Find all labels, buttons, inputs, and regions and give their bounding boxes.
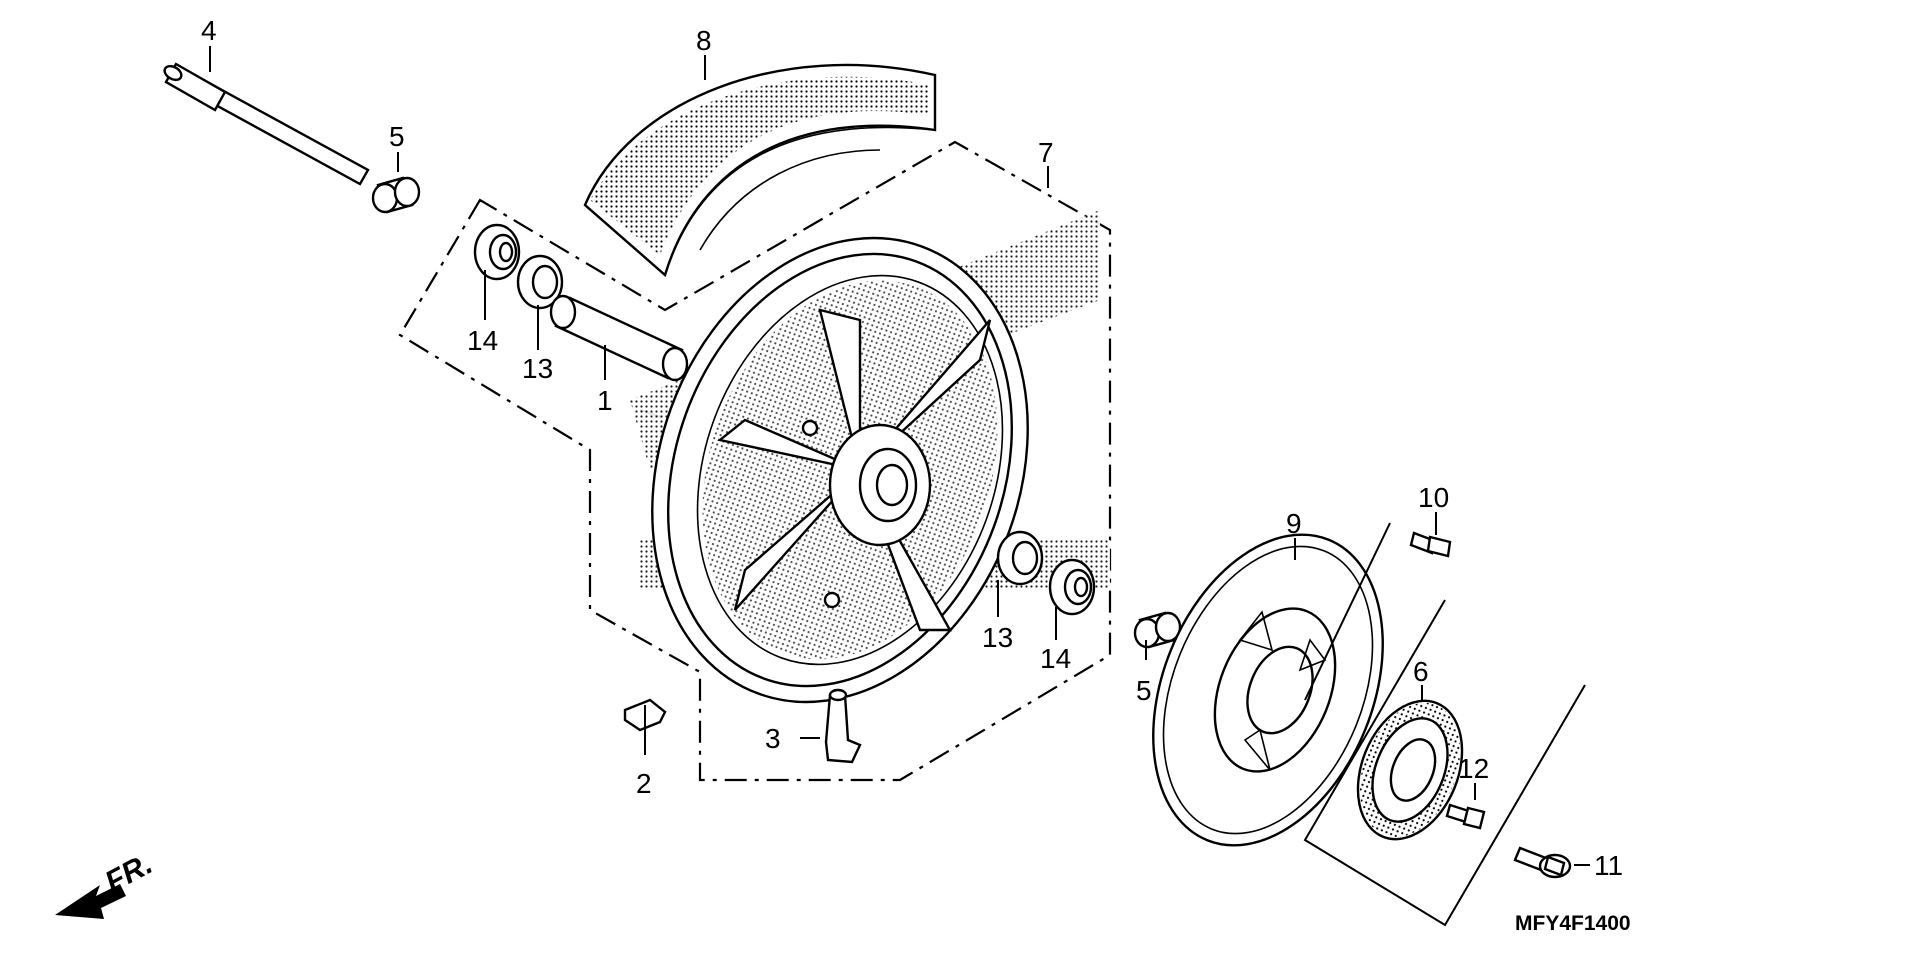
bearing-left-part	[473, 223, 521, 281]
disc-group-outline	[1303, 522, 1586, 927]
callout-14-right: 14	[1040, 643, 1071, 674]
callout-12: 12	[1458, 753, 1489, 784]
wheel-rim-part	[651, 236, 1029, 704]
disc-bolt-part	[1409, 531, 1452, 558]
wheel-assembly-dashed-outline	[398, 140, 1112, 782]
callout-10: 10	[1418, 482, 1449, 513]
air-valve-part	[824, 688, 862, 764]
callout-13-left: 13	[522, 353, 553, 384]
callout-14-left: 14	[467, 325, 498, 356]
bearing-right-part	[1048, 558, 1096, 616]
callout-8: 8	[696, 25, 712, 56]
callout-9: 9	[1286, 508, 1302, 539]
diagram-code: MFY4F1400	[1515, 912, 1631, 935]
dust-seal-right-part	[996, 530, 1044, 586]
pulser-bolt-part	[1445, 803, 1486, 830]
callout-1: 1	[597, 385, 613, 416]
brake-disc-part	[1152, 533, 1384, 847]
callout-3: 3	[765, 723, 781, 754]
front-direction-arrow-icon	[55, 884, 126, 919]
callout-11: 11	[1594, 850, 1623, 881]
pulser-ring-part	[1356, 699, 1464, 841]
callout-6: 6	[1413, 656, 1429, 687]
leader-lines	[209, 46, 1590, 866]
callout-7: 7	[1038, 137, 1054, 168]
callout-5-upper: 5	[389, 121, 405, 152]
tire-part	[583, 63, 937, 278]
dust-seal-left-part	[516, 254, 564, 310]
callout-13-right: 13	[982, 622, 1013, 653]
collar-lower-part	[1133, 611, 1182, 649]
callout-5-lower: 5	[1136, 675, 1152, 706]
collar-upper-part	[371, 176, 421, 214]
callout-2: 2	[636, 768, 652, 799]
flange-bolt-part	[1513, 846, 1572, 879]
callout-4: 4	[201, 15, 217, 46]
axle-part	[163, 62, 370, 186]
distance-collar-part	[549, 294, 689, 382]
